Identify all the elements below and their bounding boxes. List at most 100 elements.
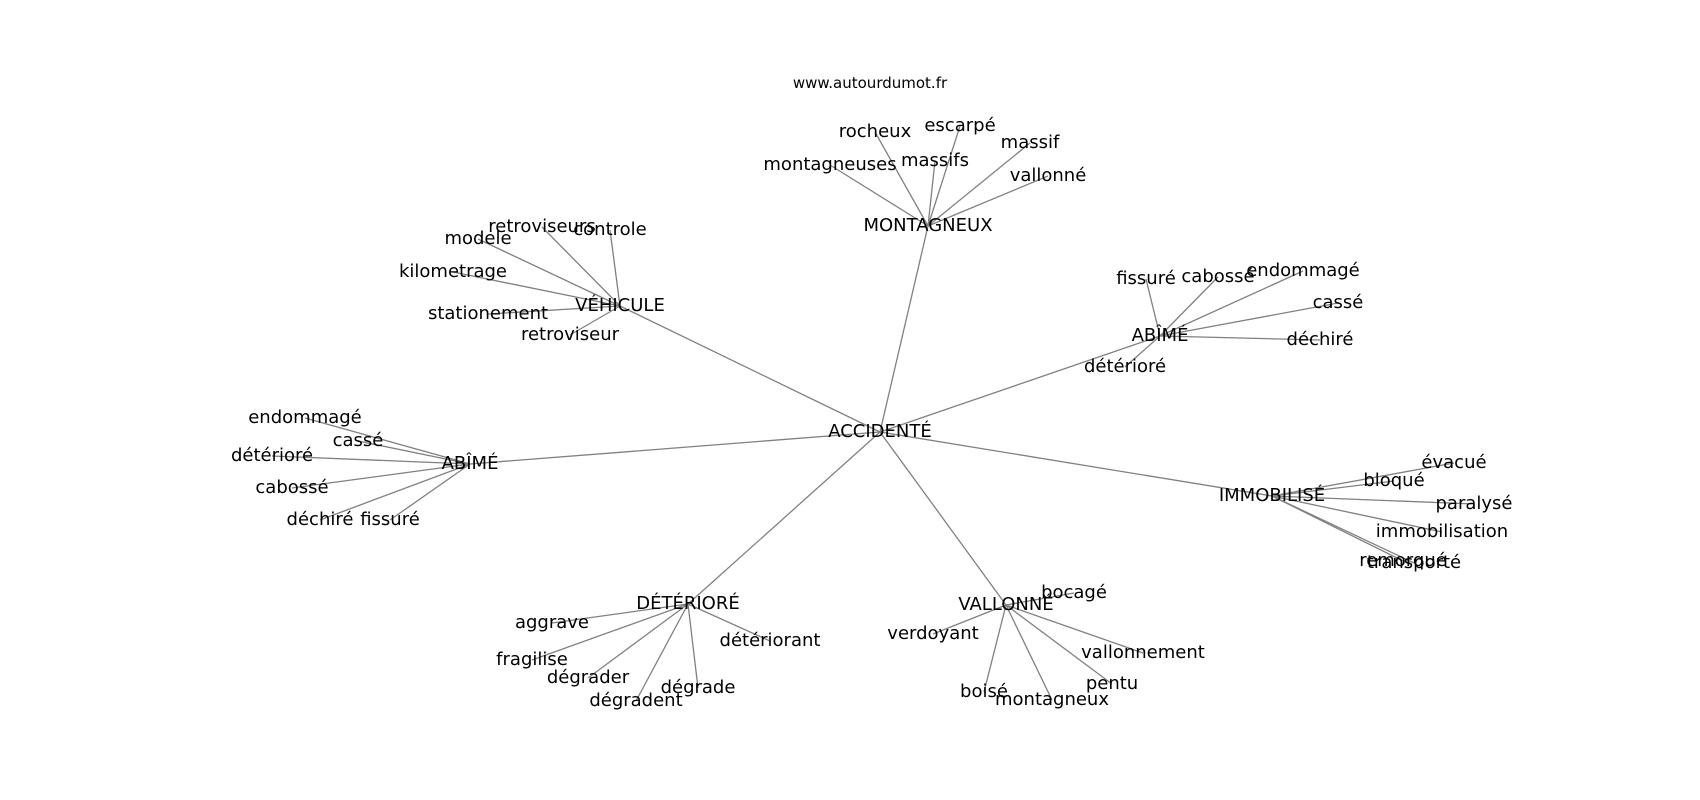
leaf-node-label: déchiré — [1287, 329, 1354, 350]
leaf-node-label: retroviseur — [521, 324, 620, 345]
edge-hub-leaf — [541, 226, 621, 307]
edge-hub-leaf — [1271, 480, 1395, 497]
leaf-node-label: stationement — [428, 303, 548, 324]
edge-hub-leaf — [587, 603, 689, 679]
edge-center-hub — [469, 431, 881, 465]
edge-hub-leaf — [874, 131, 929, 227]
leaf-node-label: modele — [444, 228, 511, 249]
hub-node-label: DÉTÉRIORÉ — [636, 592, 739, 614]
edge-hub-leaf — [1271, 495, 1475, 505]
hub-node-label: ABÎMÉ — [442, 452, 499, 474]
hub-node-label: VÉHICULE — [575, 294, 665, 316]
edge-hub-leaf — [1005, 604, 1113, 685]
edge-center-hub — [879, 225, 929, 433]
edge-hub-leaf — [271, 455, 471, 465]
edge-hub-leaf — [1271, 462, 1455, 497]
edge-hub-leaf — [927, 160, 936, 227]
leaf-node-label: détérioré — [1084, 356, 1166, 377]
edge-hub-leaf — [635, 603, 689, 702]
leaf-node-label: pentu — [1086, 673, 1138, 694]
leaf-node-label: vallonnement — [1081, 642, 1205, 663]
leaf-node-label: bocagé — [1041, 582, 1107, 603]
edge-hub-leaf — [927, 125, 961, 227]
edge-hub-leaf — [1159, 276, 1219, 337]
edge-hub-leaf — [357, 440, 471, 465]
leaf-node-label: dégradent — [589, 690, 682, 711]
leaf-node-label: retroviseurs — [488, 216, 595, 237]
leaf-node-label: détérioré — [231, 445, 313, 466]
leaf-node-label: cassé — [1313, 292, 1364, 313]
edge-hub-leaf — [319, 463, 471, 521]
leaf-node-label: massifs — [901, 150, 969, 171]
edge-hub-leaf — [487, 305, 621, 315]
leaf-node-label: verdoyant — [887, 623, 978, 644]
leaf-node-label: cabossé — [255, 477, 328, 498]
hub-node-label: VALLONNÉ — [958, 593, 1053, 615]
leaf-node-label: aggrave — [515, 612, 589, 633]
edge-hub-leaf — [1005, 604, 1144, 654]
leaf-node-label: détériorant — [720, 630, 821, 651]
edge-hub-leaf — [927, 142, 1031, 227]
leaf-node-label: rocheux — [839, 121, 912, 142]
edge-hub-leaf — [1271, 495, 1415, 564]
leaf-node-label: fragilise — [496, 649, 568, 670]
leaf-node-label: controle — [573, 219, 646, 240]
leaf-node-label: kilometrage — [399, 261, 507, 282]
leaf-node-label: paralysé — [1436, 493, 1513, 514]
edge-hub-leaf — [304, 417, 471, 465]
center-node-label: ACCIDENTÉ — [828, 420, 932, 442]
edge-center-hub — [687, 431, 881, 605]
edge-hub-leaf — [291, 463, 471, 489]
leaf-node-label: fissuré — [1116, 268, 1176, 289]
hub-node-label: IMMOBILISÉ — [1219, 484, 1325, 506]
graph-edges — [271, 125, 1475, 702]
edge-hub-leaf — [1145, 278, 1161, 337]
site-credit: www.autourdumot.fr — [793, 74, 948, 92]
edge-hub-leaf — [531, 603, 689, 661]
leaf-node-label: cabossé — [1181, 266, 1254, 287]
hub-node-label: MONTAGNEUX — [863, 215, 992, 236]
edge-hub-leaf — [477, 238, 621, 307]
leaf-node-label: fissuré — [360, 509, 420, 530]
leaf-node-label: remorqué — [1359, 550, 1447, 571]
edge-hub-leaf — [932, 604, 1007, 635]
edge-hub-leaf — [687, 603, 771, 642]
edge-center-hub — [879, 335, 1161, 433]
edge-center-hub — [879, 431, 1273, 497]
leaf-node-label: montagneux — [995, 689, 1109, 710]
edge-hub-leaf — [983, 604, 1007, 693]
edge-hub-leaf — [551, 603, 689, 624]
leaf-node-label: dégrade — [661, 677, 736, 698]
leaf-node-label: endommagé — [1246, 260, 1360, 281]
leaf-node-label: cassé — [333, 430, 384, 451]
hub-node-label: ABÎMÉ — [1132, 324, 1189, 346]
leaf-node-label: bloqué — [1363, 470, 1424, 491]
edge-hub-leaf — [829, 164, 929, 227]
leaf-node-label: endommagé — [248, 407, 362, 428]
edge-hub-leaf — [1159, 270, 1304, 337]
leaf-node-label: transporté — [1367, 552, 1461, 573]
edge-hub-leaf — [687, 603, 699, 689]
edge-hub-leaf — [1124, 335, 1161, 368]
leaf-node-label: immobilisation — [1376, 521, 1508, 542]
edge-hub-leaf — [569, 305, 621, 336]
leaf-node-label: dégrader — [547, 667, 630, 688]
leaf-node-label: boisé — [960, 681, 1008, 702]
edge-hub-leaf — [927, 175, 1049, 227]
leaf-node-label: montagneuses — [763, 154, 896, 175]
leaf-node-label: déchiré — [287, 509, 354, 530]
edge-hub-leaf — [609, 229, 621, 307]
edge-hub-leaf — [452, 271, 621, 307]
leaf-node-label: évacué — [1421, 452, 1486, 473]
edge-hub-leaf — [389, 463, 471, 521]
edge-hub-leaf — [1005, 592, 1075, 606]
edge-center-hub — [879, 431, 1007, 606]
edge-hub-leaf — [1159, 335, 1321, 341]
leaf-node-label: escarpé — [924, 115, 995, 136]
edge-hub-leaf — [1159, 302, 1339, 337]
leaf-node-label: massif — [1001, 132, 1060, 153]
leaf-node-label: vallonné — [1010, 165, 1087, 186]
edge-hub-leaf — [1271, 495, 1443, 533]
